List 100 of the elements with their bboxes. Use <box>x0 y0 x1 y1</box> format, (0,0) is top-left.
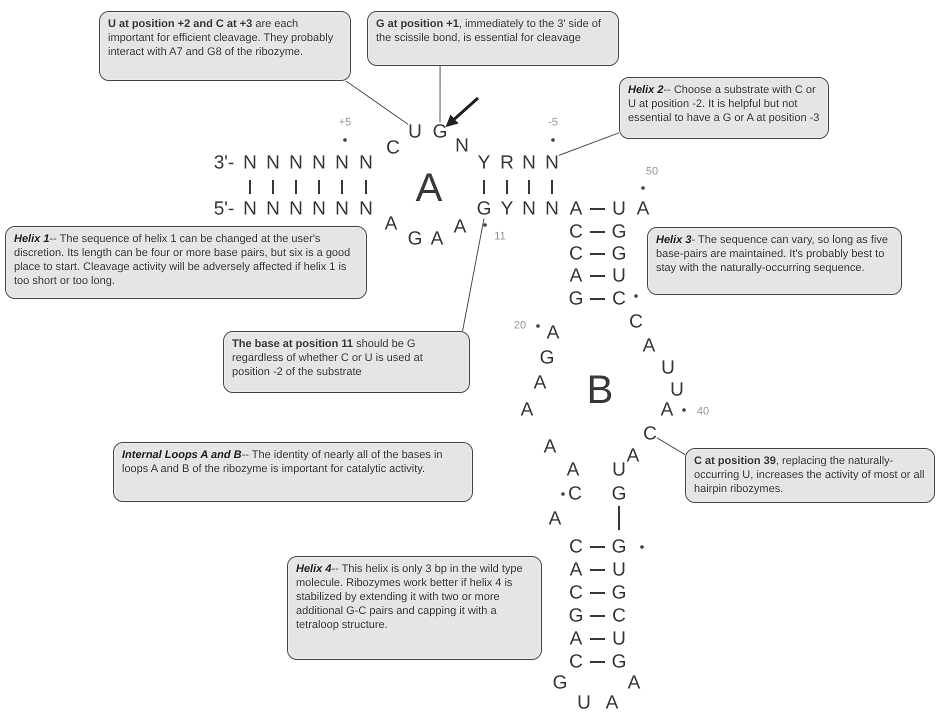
nucleotide-letter: U <box>612 460 626 480</box>
position-number: -5 <box>548 118 558 128</box>
callout-text: G at position +1, immediately to the 3' side of the scissile bond, is essential for cleavage <box>376 17 602 46</box>
nucleotide-letter: N <box>243 154 257 172</box>
nucleotide-letter: A <box>384 214 398 234</box>
nucleotide-letter: A <box>566 460 580 480</box>
nucleotide-letter: Y <box>478 154 490 172</box>
nucleotide-letter: N <box>266 154 280 172</box>
nucleotide-letter: R <box>500 154 514 172</box>
loop-name: A <box>416 168 442 208</box>
position-number: 50 <box>646 166 658 178</box>
nucleotide-letter: N <box>359 200 373 218</box>
nucleotide-letter: A <box>636 200 650 218</box>
callout-text: Internal Loops A and B-- The identity of nearly all of the bases in loops A and B of the ribozyme is important for catalytic activity. <box>122 448 444 476</box>
nucleotide-letter: N <box>266 200 280 218</box>
nucleotide-letter: N <box>289 154 303 172</box>
callout-text: Helix 3- The sequence can vary, so long as five base-pairs are maintained. It's probably best to stay with the naturally-occurring sequence. <box>656 233 889 276</box>
nucleotide-letter: N <box>312 154 326 172</box>
position-number: +5 <box>338 118 352 128</box>
callout-text: Helix 1-- The sequence of helix 1 can be changed at the user's discretion. Its length can be four or more base pairs, but six is a good place to start. Cleavage activity will be adversely affected if helix 1 is too short or too long. <box>14 232 352 288</box>
nucleotide-letter: A <box>570 200 582 218</box>
position-number: 11 <box>494 232 506 242</box>
callout-box <box>367 11 619 66</box>
nucleotide-letter: G <box>612 222 626 242</box>
nucleotide-letter: G <box>408 230 422 248</box>
nucleotide-letter: U <box>612 200 626 218</box>
nucleotide-letter: G <box>432 122 448 142</box>
callout-text: U at position +2 and C at +3 are each important for efficient cleavage. They probably interact with A7 and G8 of the ribozyme. <box>108 17 334 60</box>
strand-end-label: 3'- <box>214 154 234 172</box>
leader-line <box>440 66 441 123</box>
nucleotide-letter: G <box>568 290 584 308</box>
nucleotide-letter: A <box>548 510 562 528</box>
nucleotide-letter: A <box>570 266 582 286</box>
nucleotide-letter: U <box>577 694 591 712</box>
leader-line <box>656 437 686 456</box>
nucleotide-letter: A <box>570 560 582 580</box>
nucleotide-letter: N <box>289 200 303 218</box>
loop-name: B <box>586 370 614 410</box>
leader-line <box>462 218 484 332</box>
nucleotide-letter: G <box>568 606 584 626</box>
nucleotide-letter: G <box>612 538 626 556</box>
nucleotide-letter: A <box>642 336 656 356</box>
callout-box <box>647 227 902 295</box>
nucleotide-letter: A <box>626 446 640 466</box>
nucleotide-letter: U <box>408 122 422 142</box>
nucleotide-letter: A <box>520 400 534 420</box>
callout-box <box>223 331 470 393</box>
nucleotide-letter: A <box>546 324 560 342</box>
nucleotide-letter: C <box>569 538 583 556</box>
nucleotide-letter: A <box>454 218 466 236</box>
nucleotide-letter: G <box>552 674 568 692</box>
nucleotide-letter: G <box>476 200 492 218</box>
nucleotide-letter: A <box>430 230 444 248</box>
nucleotide-letter: C <box>643 424 657 444</box>
nucleotide-letter: A <box>628 674 640 692</box>
nucleotide-letter: C <box>612 290 626 308</box>
nucleotide-letter: A <box>606 694 618 712</box>
nucleotide-letter: U <box>612 630 626 648</box>
callout-box <box>5 226 367 299</box>
nucleotide-letter: C <box>569 652 583 672</box>
nucleotide-letter: G <box>540 348 554 368</box>
arrow <box>446 96 479 127</box>
nucleotide-letter: A <box>544 438 556 456</box>
nucleotide-letter: C <box>569 244 583 264</box>
nucleotide-letter: C <box>568 484 582 504</box>
nucleotide-letter: N <box>312 200 326 218</box>
callout-text: Helix 2-- Choose a substrate with C or U at position -2. It is helpful but not essential to have a G or A at position -3 <box>628 83 820 126</box>
nucleotide-letter: N <box>243 200 257 218</box>
nucleotide-letter: G <box>612 484 626 504</box>
nucleotide-letter: C <box>569 222 583 242</box>
nucleotide-letter: A <box>534 374 546 392</box>
nucleotide-letter: N <box>545 200 559 218</box>
callout-text: C at position 39, replacing the naturally-occurring U, increases the activity of most or all hairpin ribozymes. <box>694 454 926 496</box>
callout-box <box>619 77 829 139</box>
nucleotide-letter: N <box>545 154 559 172</box>
callout-box <box>113 442 473 502</box>
position-number: 40 <box>696 406 710 418</box>
nucleotide-letter: G <box>612 244 626 264</box>
nucleotide-letter: U <box>612 266 626 286</box>
callout-text: Helix 4-- This helix is only 3 bp in the wild type molecule. Ribozymes work better if helix 4 is stabilized by extending it with two or more additional G-C pairs and capping it with a tetraloop structure. <box>296 562 524 632</box>
nucleotide-letter: N <box>335 154 349 172</box>
nucleotide-letter: N <box>455 136 469 156</box>
nucleotide-letter: U <box>670 380 684 400</box>
nucleotide-letter: N <box>522 200 536 218</box>
strand-end-label: 5'- <box>214 200 234 218</box>
leader-line <box>345 80 409 125</box>
nucleotide-letter: C <box>569 584 583 602</box>
nucleotide-letter: N <box>522 154 536 172</box>
nucleotide-letter: G <box>612 652 626 672</box>
nucleotide-letter: N <box>335 200 349 218</box>
nucleotide-letter: N <box>359 154 373 172</box>
nucleotide-letter: C <box>386 138 400 158</box>
nucleotide-letter: A <box>660 400 674 420</box>
callout-box <box>287 556 542 660</box>
position-number: 20 <box>514 320 526 332</box>
nucleotide-letter: C <box>612 606 626 626</box>
nucleotide-letter: G <box>612 584 626 602</box>
nucleotide-letter: Y <box>500 200 514 218</box>
leader-line <box>558 132 620 156</box>
nucleotide-letter: C <box>629 312 643 332</box>
